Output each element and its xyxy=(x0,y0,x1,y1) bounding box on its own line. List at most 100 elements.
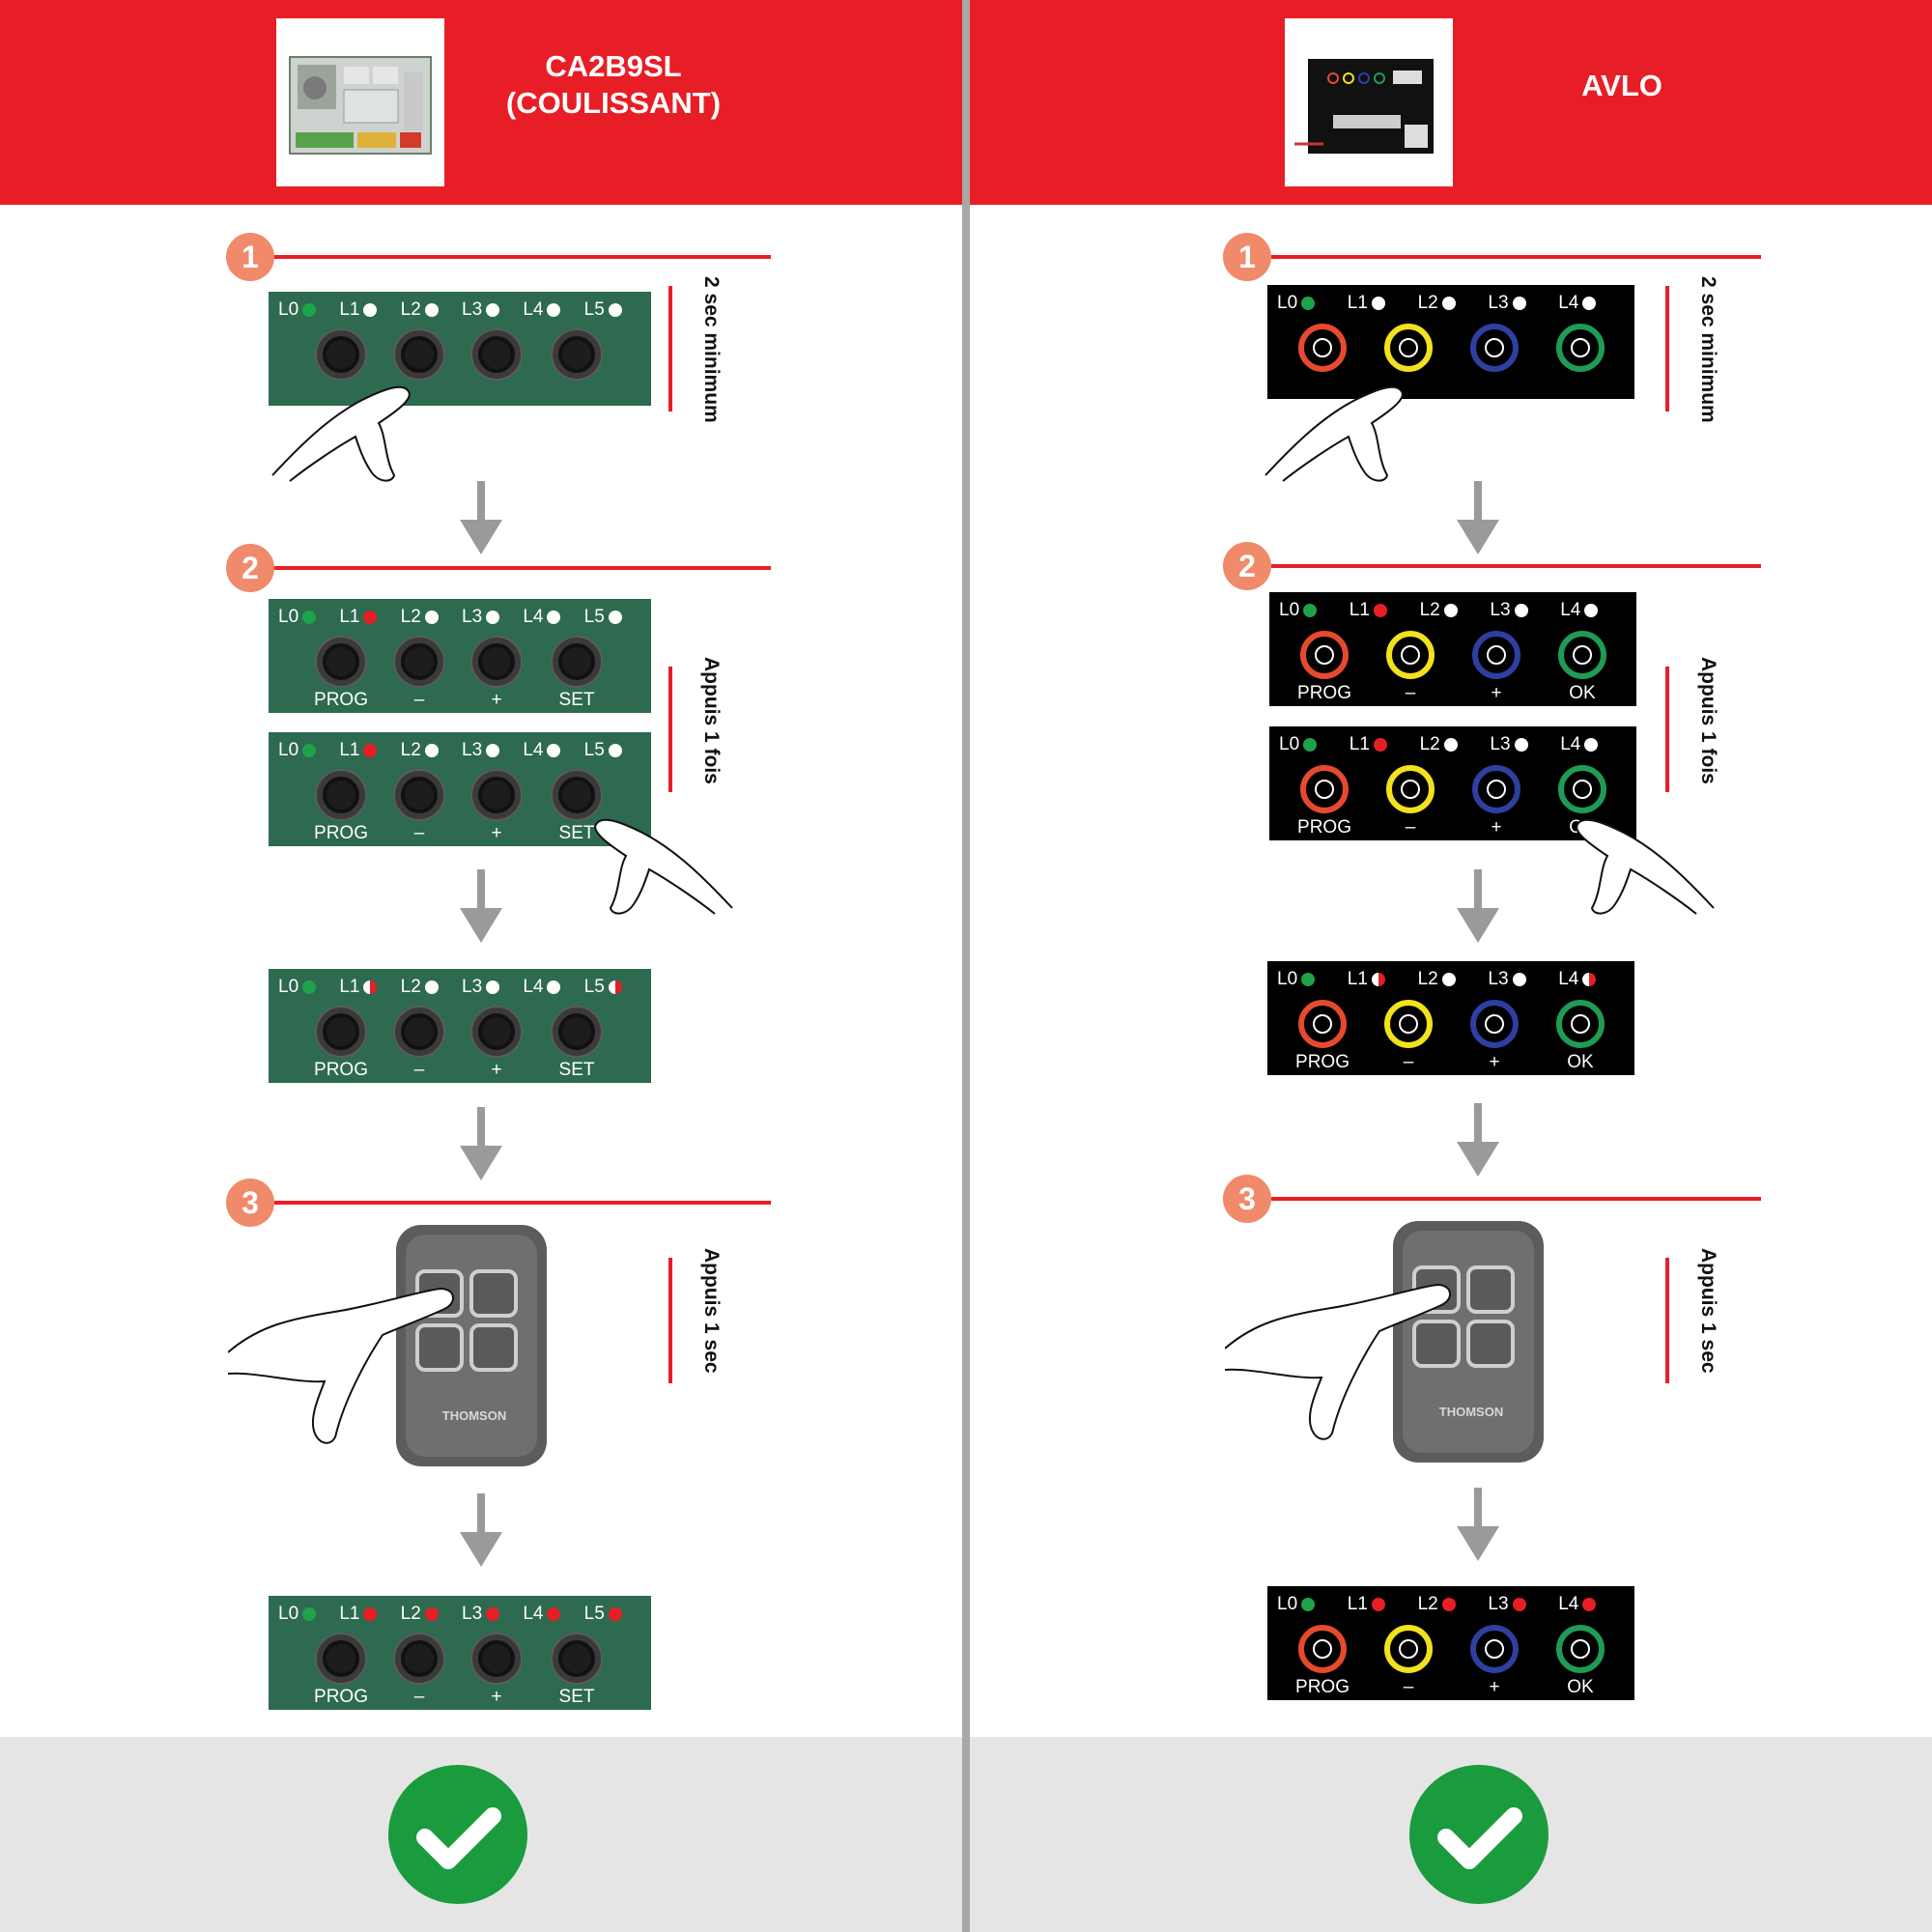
led-white-dot xyxy=(424,611,439,624)
button-label: + xyxy=(1489,1677,1500,1697)
board-button-set[interactable] xyxy=(553,330,601,379)
led-indicator: L0 xyxy=(1277,293,1316,314)
board-button-prog[interactable] xyxy=(1298,324,1347,372)
led-indicator: L2 xyxy=(1418,1594,1456,1615)
board-button-plus[interactable] xyxy=(1472,765,1520,813)
board-button-ok[interactable] xyxy=(1558,631,1606,679)
board-button-minus[interactable] xyxy=(1384,1000,1433,1048)
board-button-plus[interactable] xyxy=(472,1634,521,1683)
board-button-minus[interactable] xyxy=(1386,765,1435,813)
led-indicator: L5 xyxy=(584,299,622,321)
board-button-plus[interactable] xyxy=(1470,1000,1519,1048)
board-button-plus[interactable] xyxy=(472,638,521,686)
led-label: L4 xyxy=(523,740,544,760)
button-center-ring xyxy=(1571,1014,1590,1034)
remote-control[interactable]: THOMSON xyxy=(227,1219,556,1475)
led-label: L3 xyxy=(1490,600,1511,620)
board-button-prog[interactable] xyxy=(1298,1000,1347,1048)
column-divider xyxy=(962,0,970,1932)
led-indicator: L5 xyxy=(584,607,622,628)
board-button-ok[interactable] xyxy=(1556,1000,1605,1048)
led-red-dot xyxy=(486,1607,500,1621)
board-button-ok[interactable] xyxy=(1556,324,1605,372)
board-button-minus[interactable] xyxy=(395,1634,443,1683)
led-label: L5 xyxy=(583,299,605,320)
board-button-ok[interactable] xyxy=(1556,1625,1605,1673)
board-button-minus[interactable] xyxy=(395,330,443,379)
board-button-prog[interactable] xyxy=(317,1634,365,1683)
board-button-prog[interactable] xyxy=(317,1008,365,1056)
board-button-minus[interactable] xyxy=(395,1008,443,1056)
board-button-plus[interactable] xyxy=(1470,1625,1519,1673)
led-red-dot xyxy=(363,611,378,624)
led-indicator: L1 xyxy=(339,740,378,761)
control-board-photo xyxy=(276,18,444,186)
led-white-dot xyxy=(547,980,561,994)
led-indicator: L4 xyxy=(523,299,561,321)
board-button-set[interactable] xyxy=(553,1634,601,1683)
timing-bar xyxy=(1665,1258,1669,1383)
board-button-minus[interactable] xyxy=(395,638,443,686)
button-center-ring xyxy=(1487,645,1506,665)
led-indicator: L5 xyxy=(584,1604,622,1625)
down-arrow-icon xyxy=(1457,481,1499,554)
button-label: – xyxy=(413,1687,425,1707)
led-label: L2 xyxy=(1419,734,1440,754)
board-button-plus[interactable] xyxy=(472,771,521,819)
board-button-set[interactable] xyxy=(553,638,601,686)
remote-control[interactable]: THOMSON xyxy=(1224,1215,1553,1471)
board-button-plus[interactable] xyxy=(472,1008,521,1056)
board-button-ok[interactable] xyxy=(1558,765,1606,813)
led-indicator: L1 xyxy=(339,1604,378,1625)
led-indicator: L4 xyxy=(523,607,561,628)
button-label: – xyxy=(413,690,425,710)
button-label: PROG xyxy=(314,690,368,710)
board-button-minus[interactable] xyxy=(1384,1625,1433,1673)
led-indicator: L1 xyxy=(339,299,378,321)
board-button-set[interactable] xyxy=(553,771,601,819)
button-center-ring xyxy=(1315,780,1334,799)
led-green-dot xyxy=(302,744,317,757)
led-indicator: L0 xyxy=(1279,600,1318,621)
led-label: L0 xyxy=(278,977,299,997)
led-half-dot xyxy=(1371,973,1385,986)
down-arrow-icon xyxy=(460,869,502,943)
led-green-dot xyxy=(302,980,317,994)
board-button-plus[interactable] xyxy=(1470,324,1519,372)
board-button-plus[interactable] xyxy=(1472,631,1520,679)
button-label: PROG xyxy=(1295,1052,1350,1072)
board-button-prog[interactable] xyxy=(1300,631,1349,679)
board-button-prog[interactable] xyxy=(317,638,365,686)
led-label: L2 xyxy=(1417,293,1438,313)
board-button-plus[interactable] xyxy=(472,330,521,379)
led-indicator: L4 xyxy=(523,977,561,998)
led-indicator: L1 xyxy=(1348,969,1385,990)
led-white-dot xyxy=(486,980,500,994)
board-button-minus[interactable] xyxy=(1384,324,1433,372)
led-white-dot xyxy=(1584,604,1599,617)
led-indicator: L1 xyxy=(1350,734,1387,755)
board-button-minus[interactable] xyxy=(1386,631,1435,679)
remote-control-illustration xyxy=(1224,1221,1544,1463)
led-label: L0 xyxy=(278,740,299,760)
board-button-prog[interactable] xyxy=(317,771,365,819)
timing-label: Appuis 1 fois xyxy=(700,657,723,784)
led-green-dot xyxy=(302,303,317,317)
board-button-set[interactable] xyxy=(553,1008,601,1056)
board-button-prog[interactable] xyxy=(1300,765,1349,813)
led-label: L0 xyxy=(1277,293,1298,313)
board-button-minus[interactable] xyxy=(395,771,443,819)
led-white-dot xyxy=(1514,604,1528,617)
column-header: AVLO xyxy=(970,0,1932,205)
led-indicator: L5 xyxy=(584,740,622,761)
led-indicator: L0 xyxy=(1277,969,1316,990)
board-button-prog[interactable] xyxy=(317,330,365,379)
led-indicator: L3 xyxy=(462,977,500,998)
led-white-dot xyxy=(547,303,561,317)
board-button-prog[interactable] xyxy=(1298,1625,1347,1673)
button-label: + xyxy=(491,690,502,710)
led-label: L4 xyxy=(1560,600,1581,620)
